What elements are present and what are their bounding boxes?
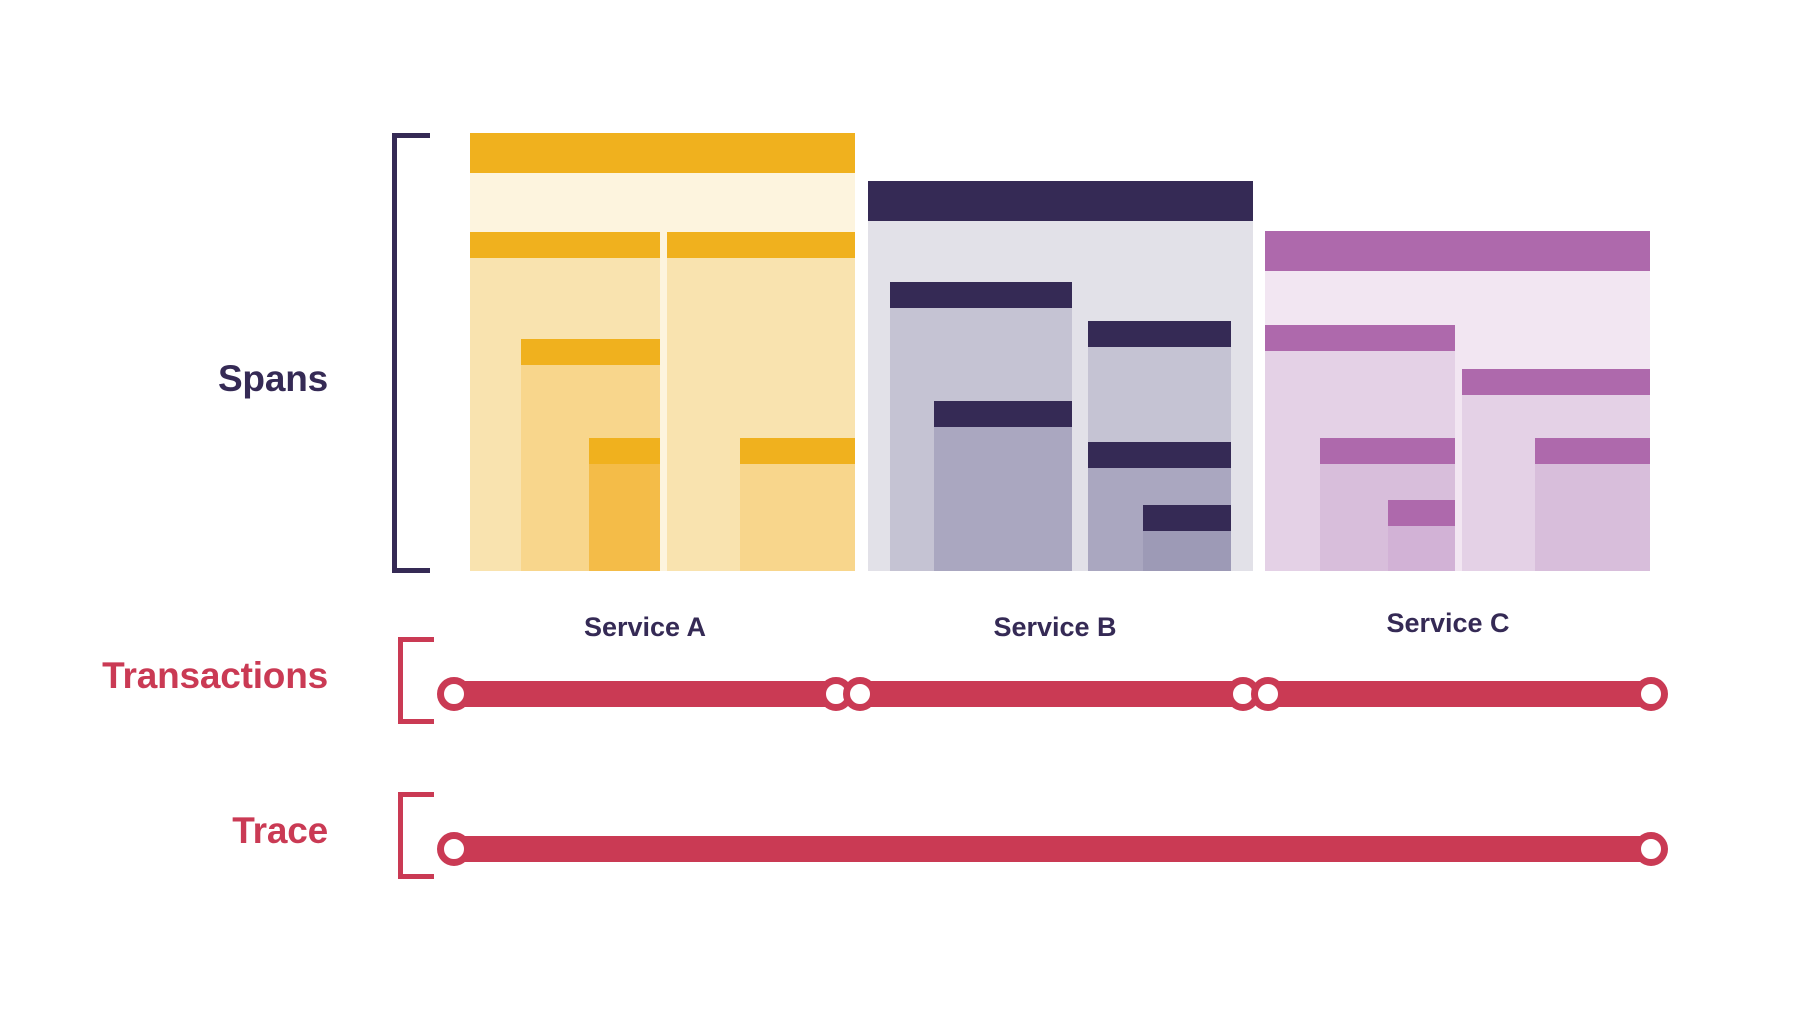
span-head-a-left-2 bbox=[521, 339, 660, 365]
span-bar-a-right-2 bbox=[740, 438, 855, 571]
transaction-segment-transaction-a[interactable] bbox=[454, 681, 836, 707]
span-head-b-outer bbox=[868, 181, 1253, 221]
trace-row-label: Trace bbox=[232, 810, 328, 851]
span-head-a-right-1 bbox=[667, 232, 855, 258]
span-head-c-left-3 bbox=[1388, 500, 1455, 526]
trace-segment-trace-full[interactable] bbox=[454, 836, 1651, 862]
transaction-segment-transaction-b[interactable] bbox=[860, 681, 1243, 707]
transactions-bracket bbox=[398, 637, 434, 724]
transactions-timeline bbox=[0, 677, 1800, 715]
service-group-service-c bbox=[1265, 231, 1650, 571]
service-caption-service-b: Service B bbox=[993, 612, 1117, 642]
transactions-row-label: Transactions bbox=[102, 655, 328, 696]
span-head-a-left-3 bbox=[589, 438, 660, 464]
trace-start-dot-trace-full[interactable] bbox=[437, 832, 471, 866]
spans-chart bbox=[470, 133, 1650, 571]
span-head-a-outer bbox=[470, 133, 855, 173]
service-caption-service-a: Service A bbox=[583, 612, 707, 642]
span-bar-b-left-2 bbox=[934, 401, 1072, 571]
service-group-service-a bbox=[470, 133, 855, 571]
span-head-b-right-2 bbox=[1088, 442, 1231, 468]
transaction-end-dot-transaction-c[interactable] bbox=[1634, 677, 1668, 711]
transaction-start-dot-transaction-c[interactable] bbox=[1251, 677, 1285, 711]
span-head-c-right-2 bbox=[1535, 438, 1650, 464]
transaction-start-dot-transaction-a[interactable] bbox=[437, 677, 471, 711]
transaction-segment-transaction-c[interactable] bbox=[1268, 681, 1651, 707]
span-head-c-left-1 bbox=[1265, 325, 1455, 351]
span-bar-a-left-3 bbox=[589, 438, 660, 571]
span-bar-b-right-3 bbox=[1143, 505, 1231, 571]
span-head-b-right-3 bbox=[1143, 505, 1231, 531]
span-bar-c-left-3 bbox=[1388, 500, 1455, 571]
span-head-a-right-2 bbox=[740, 438, 855, 464]
span-head-c-left-2 bbox=[1320, 438, 1455, 464]
trace-bracket bbox=[398, 792, 434, 879]
span-head-b-left-2 bbox=[934, 401, 1072, 427]
span-head-c-right-1 bbox=[1462, 369, 1650, 395]
span-head-b-left-1 bbox=[890, 282, 1072, 308]
span-head-a-left-1 bbox=[470, 232, 660, 258]
span-head-b-right-1 bbox=[1088, 321, 1231, 347]
spans-bracket bbox=[392, 133, 430, 573]
spans-row-label: Spans bbox=[217, 358, 328, 399]
trace-timeline bbox=[0, 832, 1800, 870]
service-group-service-b bbox=[868, 181, 1253, 571]
service-caption-service-c: Service C bbox=[1386, 608, 1510, 638]
trace-end-dot-trace-full[interactable] bbox=[1634, 832, 1668, 866]
transaction-start-dot-transaction-b[interactable] bbox=[843, 677, 877, 711]
span-bar-c-right-2 bbox=[1535, 438, 1650, 571]
span-head-c-outer bbox=[1265, 231, 1650, 271]
